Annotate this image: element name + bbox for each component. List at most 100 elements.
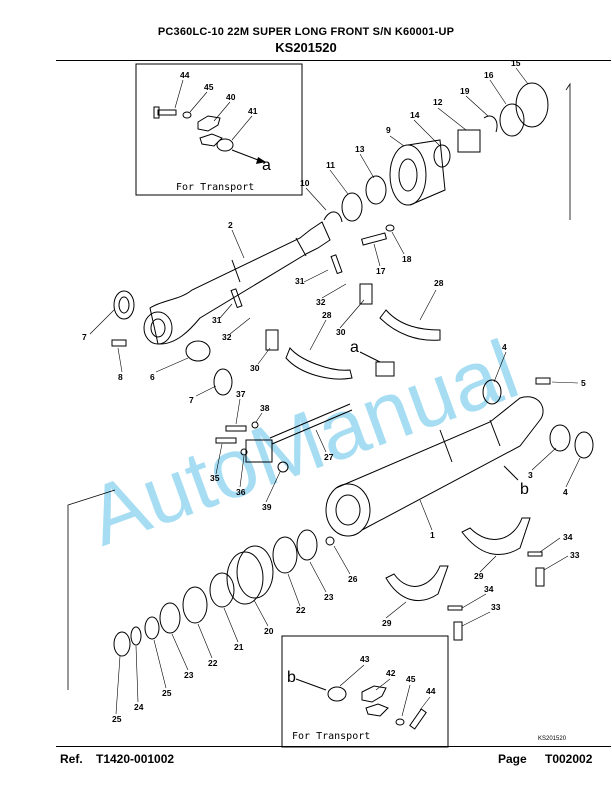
inset-bottom-bolt bbox=[409, 708, 427, 730]
inset-top-arrow bbox=[231, 149, 259, 161]
callout: 44 bbox=[180, 70, 190, 80]
callout: 29 bbox=[382, 618, 392, 628]
callout: 45 bbox=[204, 82, 214, 92]
callout: 14 bbox=[410, 110, 420, 120]
washer-36 bbox=[240, 448, 248, 456]
drawing-id: KS201520 bbox=[538, 736, 567, 742]
callout: 22 bbox=[208, 658, 218, 668]
callout: 27 bbox=[324, 452, 334, 462]
callout: 30 bbox=[250, 363, 260, 373]
callout: 45 bbox=[406, 674, 416, 684]
callout: 8 bbox=[118, 372, 123, 382]
piston-20 bbox=[236, 545, 274, 599]
callout: 5 bbox=[581, 378, 586, 388]
callout: 9 bbox=[386, 125, 391, 135]
seal-13 bbox=[365, 175, 387, 205]
washer-18 bbox=[385, 224, 395, 232]
callout: 4 bbox=[563, 487, 568, 497]
washer-38 bbox=[251, 421, 259, 429]
bracket-30-right bbox=[359, 283, 373, 305]
callout: 44 bbox=[426, 686, 436, 696]
callout: 34 bbox=[484, 584, 494, 594]
frame-line-left bbox=[67, 489, 116, 690]
callout: 25 bbox=[112, 714, 122, 724]
callout: 26 bbox=[348, 574, 358, 584]
inset-top-bolt bbox=[153, 106, 177, 119]
callout: 33 bbox=[491, 602, 501, 612]
inset-top-cap bbox=[216, 138, 234, 152]
ring-16 bbox=[499, 103, 525, 137]
letter-a: a bbox=[350, 339, 359, 356]
cylinder-head bbox=[389, 139, 446, 206]
callout: 31 bbox=[295, 276, 305, 286]
callout: 18 bbox=[402, 254, 412, 264]
letter-b: b bbox=[520, 481, 529, 498]
clamp-29-left bbox=[385, 565, 449, 602]
callout: 23 bbox=[184, 670, 194, 680]
clamp-28-left bbox=[285, 347, 353, 380]
callout: 1 bbox=[430, 530, 435, 540]
inset-bottom-arrow bbox=[295, 678, 327, 691]
clamp-28-right bbox=[379, 309, 441, 341]
callout: 35 bbox=[210, 473, 220, 483]
callout: 32 bbox=[316, 297, 326, 307]
inset-bottom-frame bbox=[281, 635, 449, 748]
ring-23-lower bbox=[159, 602, 181, 634]
callout: 20 bbox=[264, 626, 274, 636]
clamp-29-right bbox=[461, 517, 531, 556]
callout: 11 bbox=[326, 160, 335, 170]
rod-assembly bbox=[143, 221, 331, 345]
bolt-33-left bbox=[453, 621, 463, 641]
bolt-37 bbox=[225, 425, 247, 432]
callout: 24 bbox=[134, 702, 144, 712]
spacer-34-left bbox=[447, 605, 463, 611]
callout: 38 bbox=[260, 403, 270, 413]
inset-bottom-caption: For Transport bbox=[292, 731, 370, 742]
bushing-3 bbox=[549, 424, 571, 452]
inset-top-frame bbox=[135, 63, 303, 196]
callout: 21 bbox=[234, 642, 244, 652]
callout: 16 bbox=[484, 70, 494, 80]
inset-top-letter: a bbox=[262, 157, 271, 174]
ring-22-lower bbox=[182, 586, 208, 624]
bushing-ring-7 bbox=[113, 290, 135, 320]
bolt-31 bbox=[330, 254, 343, 275]
bolt-35 bbox=[215, 437, 237, 444]
callout: 4 bbox=[502, 342, 507, 352]
callout: 7 bbox=[82, 332, 87, 342]
callout: 28 bbox=[434, 278, 444, 288]
seal-4-top bbox=[482, 379, 502, 405]
spacer-34 bbox=[527, 551, 543, 557]
ref-value: T1420-001002 bbox=[96, 752, 175, 766]
seal-11 bbox=[341, 192, 363, 222]
frame-line-right bbox=[565, 82, 571, 220]
callout: 10 bbox=[300, 178, 310, 188]
inset-bottom-clamp bbox=[361, 685, 389, 717]
bolt-17 bbox=[361, 232, 387, 246]
callout: 12 bbox=[433, 97, 443, 107]
ring-14 bbox=[433, 144, 451, 168]
leader-lines bbox=[89, 67, 581, 715]
grease-fitting-5 bbox=[535, 377, 551, 385]
inset-bottom-cap bbox=[327, 686, 347, 702]
snap-ring-19 bbox=[483, 115, 498, 133]
callout: 25 bbox=[162, 688, 172, 698]
callout: 3 bbox=[528, 470, 533, 480]
callout: 28 bbox=[322, 310, 332, 320]
footer-rule bbox=[56, 746, 611, 747]
o-ring-39 bbox=[277, 461, 289, 473]
callout: 22 bbox=[296, 605, 306, 615]
grease-fitting-8 bbox=[111, 339, 127, 347]
callout: 41 bbox=[248, 106, 258, 116]
callout: 7 bbox=[189, 395, 194, 405]
block-a bbox=[375, 361, 395, 377]
ring-25-lower bbox=[113, 631, 131, 657]
inset-top-arrowhead bbox=[256, 157, 266, 164]
callout: 43 bbox=[360, 654, 370, 664]
seal-ring-7 bbox=[213, 368, 233, 396]
screw-26 bbox=[325, 536, 335, 546]
header-rule bbox=[56, 60, 611, 61]
ring-21 bbox=[209, 572, 235, 608]
ring-24 bbox=[130, 626, 142, 646]
